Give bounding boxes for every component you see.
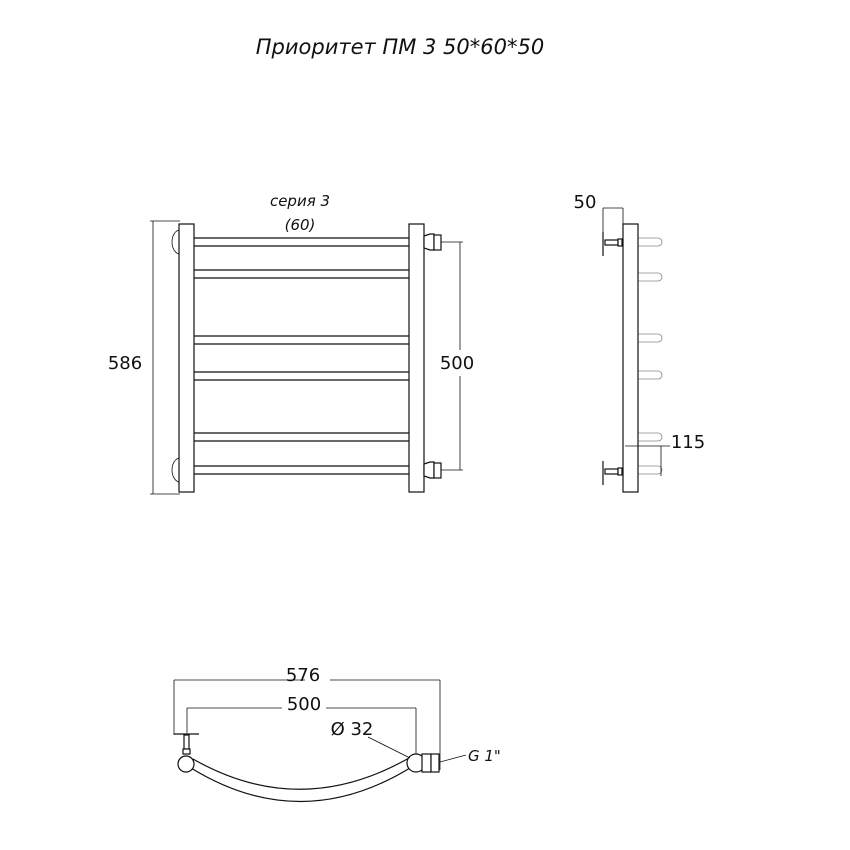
towel-rail [187,371,417,381]
height-dimension: 586 [108,353,142,374]
overall-width-dimension: 576 [286,665,320,686]
title: Приоритет ПМ 3 50*60*50 [256,35,544,59]
towel-rail [187,237,417,247]
depth-dimension: 115 [671,432,705,453]
rail-stub [638,370,663,380]
towel-rail [187,432,417,442]
series-sub: (60) [285,216,316,234]
rail-stub [638,465,663,475]
series-label: серия 3 [270,192,330,210]
top-view: 576 500 Ø 32 G 1" [173,665,501,803]
towel-rail [187,465,417,475]
towel-rail [187,335,417,345]
front-view: серия 3 (60) 586 500 [108,192,474,495]
thread-size: G 1" [468,747,501,765]
side-view: 50 115 [574,192,705,493]
rail-stub [638,237,663,247]
wall-dimension: 50 [574,192,597,213]
towel-rail [187,269,417,279]
rail-stub [638,333,663,343]
top-center-dimension: 500 [287,694,321,715]
pipe-diameter: Ø 32 [331,719,374,740]
rail-stub [638,272,663,282]
rail-stub [638,432,663,442]
center-dimension: 500 [440,353,474,374]
